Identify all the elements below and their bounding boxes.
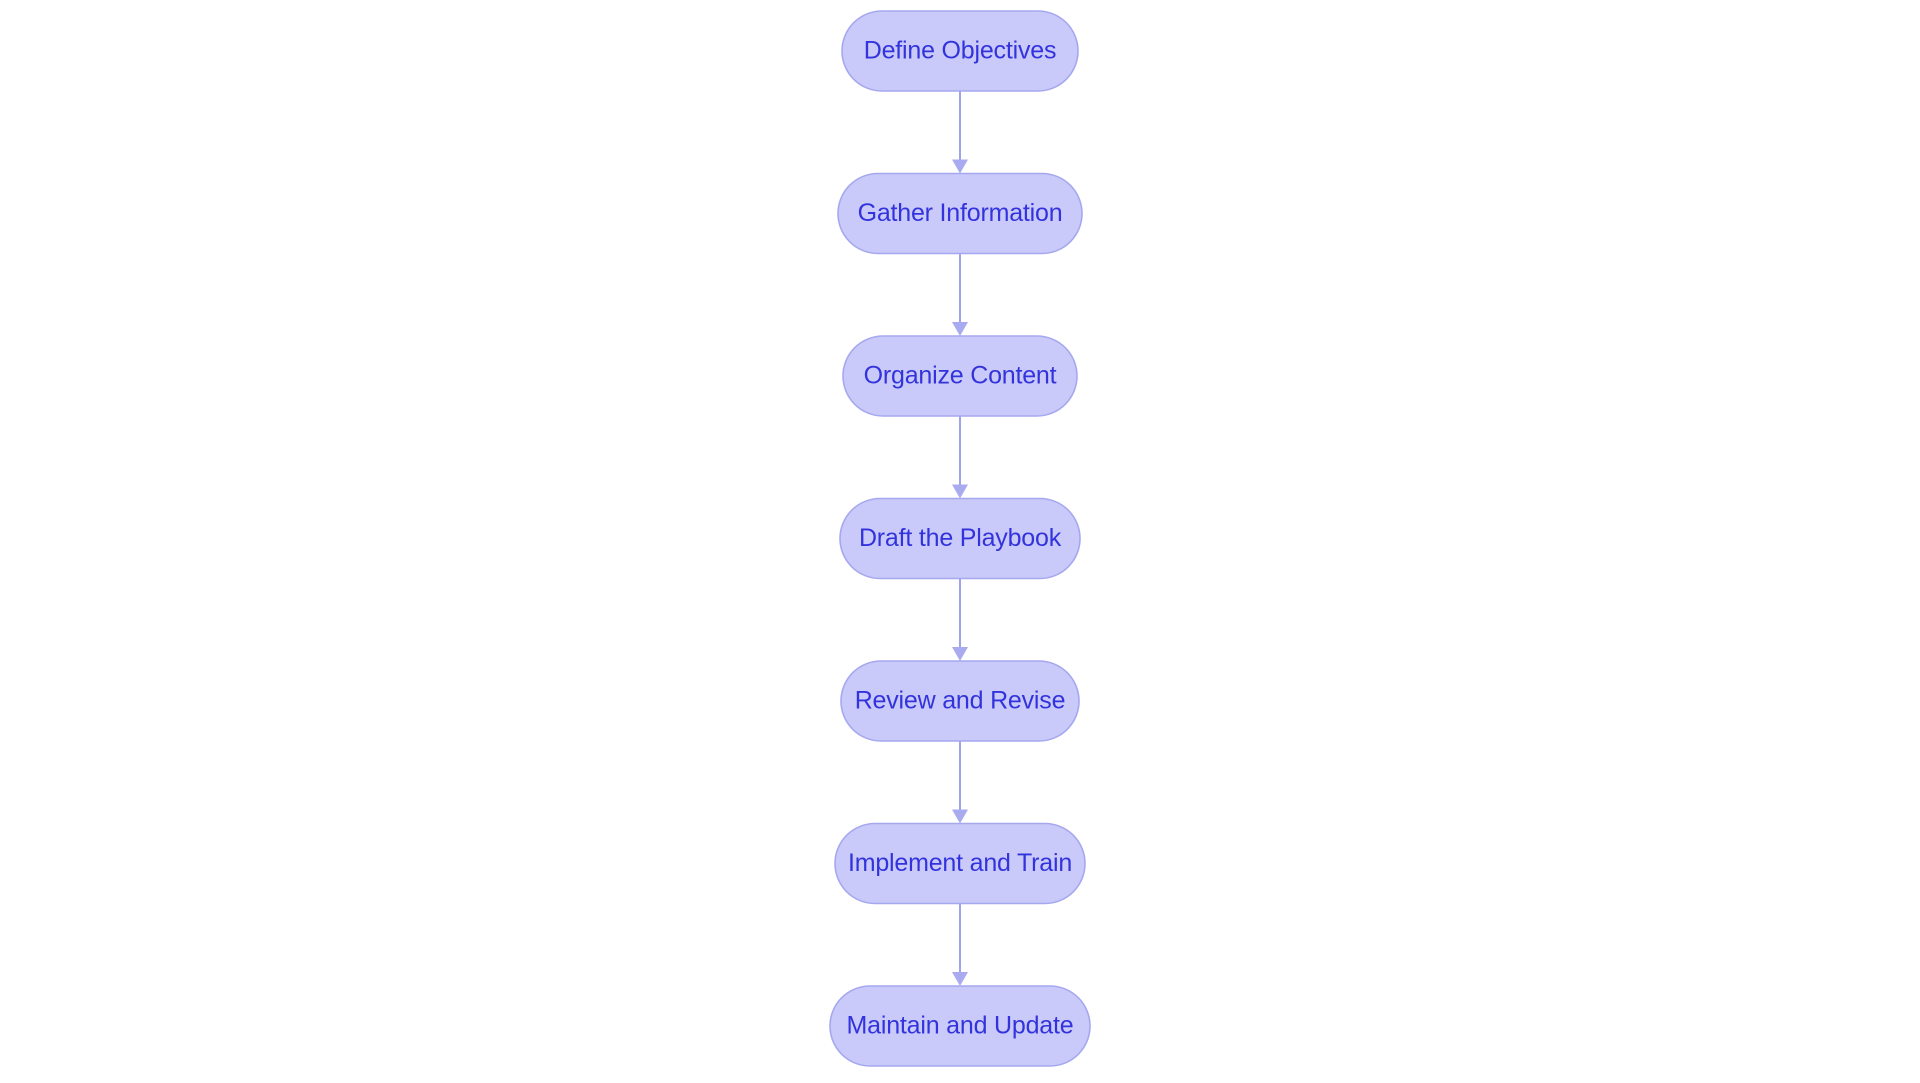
- edge-arrowhead-icon: [952, 159, 968, 174]
- node-shape: [841, 10, 1079, 92]
- flow-node-implement-and-train[interactable]: Implement and Train: [834, 822, 1086, 905]
- node-label: Review and Revise: [855, 687, 1066, 715]
- node-shape: [842, 335, 1078, 417]
- flow-node-organize-content[interactable]: Organize Content: [842, 335, 1078, 417]
- flow-node-gather-information[interactable]: Gather Information: [837, 172, 1083, 255]
- edge-arrowhead-icon: [952, 972, 968, 986]
- node-shape: [829, 985, 1091, 1067]
- node-label: Implement and Train: [848, 849, 1072, 877]
- flow-node-review-and-revise[interactable]: Review and Revise: [840, 660, 1080, 742]
- node-shape: [840, 660, 1080, 742]
- edges-layer: [952, 91, 968, 986]
- edge-arrowhead-icon: [952, 484, 968, 499]
- node-label: Organize Content: [864, 362, 1057, 390]
- flow-edge: [952, 578, 968, 661]
- flow-edge: [952, 91, 968, 174]
- flow-node-define-objectives[interactable]: Define Objectives: [841, 10, 1079, 92]
- flow-edge: [952, 253, 968, 336]
- flow-edge: [952, 741, 968, 824]
- flow-edge: [952, 416, 968, 499]
- flow-edge: [952, 903, 968, 986]
- node-label: Draft the Playbook: [859, 524, 1062, 552]
- flow-node-draft-the-playbook[interactable]: Draft the Playbook: [839, 497, 1081, 580]
- node-label: Define Objectives: [864, 37, 1057, 65]
- edge-arrowhead-icon: [952, 322, 968, 336]
- node-shape: [839, 497, 1081, 580]
- node-shape: [834, 822, 1086, 905]
- edge-arrowhead-icon: [952, 809, 968, 824]
- node-label: Gather Information: [858, 199, 1063, 227]
- node-label: Maintain and Update: [847, 1012, 1074, 1040]
- node-shape: [837, 172, 1083, 255]
- flow-node-maintain-and-update[interactable]: Maintain and Update: [829, 985, 1091, 1067]
- edge-arrowhead-icon: [952, 647, 968, 661]
